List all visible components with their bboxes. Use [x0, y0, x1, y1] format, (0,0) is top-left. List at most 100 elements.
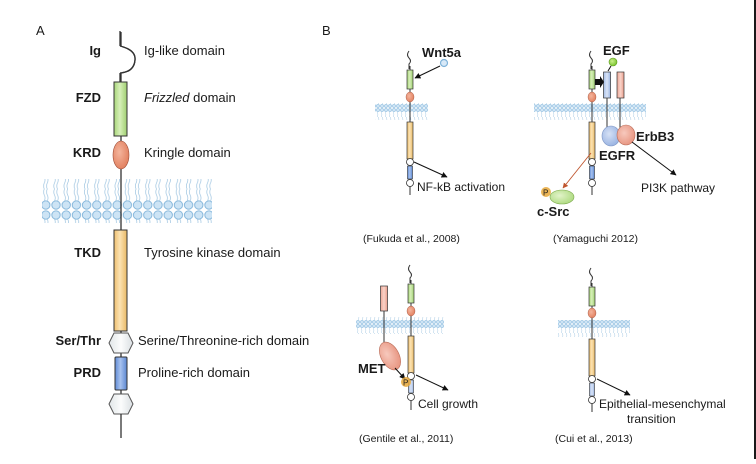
- right-border-divider: [754, 0, 756, 459]
- partner-label: MET: [358, 361, 386, 376]
- effect-label: NF-kB activation: [417, 180, 505, 194]
- ig-loop-icon: [119, 31, 136, 82]
- label-ig: Ig: [89, 43, 101, 58]
- met-kinase-shape: [379, 341, 401, 371]
- egf-ligand-icon: [608, 57, 618, 67]
- ser-thr-domain-shape-2: [588, 396, 596, 404]
- desc-krd: Kringle domain: [144, 145, 231, 160]
- krd-domain-shape: [587, 91, 597, 103]
- membrane-small: [558, 320, 630, 337]
- ser-thr-domain-shape: [407, 372, 415, 380]
- membrane-small: [375, 103, 428, 120]
- desc-tkd: Tyrosine kinase domain: [144, 245, 281, 260]
- subpanel-wnt5a: Wnt5a NF-kB activation (Fukuda et al., 2…: [363, 45, 505, 245]
- interaction-arrow: [595, 76, 604, 88]
- phospho-label: P: [543, 189, 548, 198]
- effect-arrow: [596, 378, 631, 396]
- partner1-label: EGFR: [599, 148, 636, 163]
- c-src-shape: [549, 189, 575, 205]
- effect-label-line1: Epithelial-mesenchymal: [599, 397, 726, 411]
- prd-domain-shape: [408, 379, 414, 394]
- ser-thr-domain-shape: [108, 332, 134, 354]
- binding-arrow: [414, 65, 441, 79]
- ser-thr-domain-shape: [588, 375, 596, 383]
- subpanel-met: MET P Cell growth (Gentile et al., 2011): [356, 264, 478, 445]
- ligand-label: EGF: [603, 43, 630, 58]
- krd-domain-shape: [587, 307, 597, 319]
- wnt5a-ligand-icon: [439, 58, 449, 68]
- label-ser-thr: Ser/Thr: [55, 333, 101, 348]
- subpanel-emt: Epithelial-mesenchymal transition (Cui e…: [555, 267, 726, 445]
- desc-ser-thr: Serine/Threonine-rich domain: [138, 333, 309, 348]
- desc-ig: Ig-like domain: [144, 43, 225, 58]
- ig-loop-icon: [589, 267, 593, 286]
- desc-fzd-italic: Frizzled: [144, 90, 190, 105]
- effect-arrow: [631, 141, 677, 176]
- citation: (Yamaguchi 2012): [553, 233, 638, 245]
- label-fzd: FZD: [76, 90, 101, 105]
- krd-domain-shape: [405, 91, 415, 103]
- ser-thr-domain-shape-2: [108, 393, 134, 415]
- citation: (Gentile et al., 2011): [359, 433, 453, 445]
- tkd-domain-shape: [407, 335, 415, 374]
- effect-label: Cell growth: [418, 397, 478, 411]
- kinase-label: c-Src: [537, 204, 570, 219]
- desc-prd: Proline-rich domain: [138, 365, 250, 380]
- effect-label-line2: transition: [627, 412, 676, 426]
- cell-membrane: [42, 179, 212, 223]
- ig-loop-icon: [407, 50, 411, 69]
- phospho-icon: [541, 187, 551, 197]
- erbb3-extracellular-shape: [616, 71, 625, 99]
- tkd-domain-shape: [113, 229, 128, 332]
- ligand-label: Wnt5a: [422, 45, 462, 60]
- fzd-domain-shape: [406, 69, 414, 90]
- label-krd: KRD: [73, 145, 101, 160]
- tkd-domain-shape: [588, 338, 596, 377]
- fzd-domain-shape: [588, 286, 596, 307]
- effect-arrow: [413, 161, 448, 178]
- panel-a: A Ig Ig-like domain FZD Frizzled domain …: [36, 23, 309, 438]
- egfr-extracellular-shape: [603, 71, 611, 99]
- label-prd: PRD: [74, 365, 101, 380]
- prd-domain-shape: [589, 165, 595, 180]
- ser-thr-domain-shape: [588, 158, 596, 166]
- panel-b: B Wnt5a NF-kB activation (Fukuda et al.,…: [322, 23, 726, 445]
- fzd-domain-shape: [588, 69, 596, 90]
- subpanel-egf: EGF ErbB3 EGFR PI3K pathway P c-Src (Yam…: [534, 43, 715, 245]
- desc-fzd-rest: domain: [190, 90, 236, 105]
- ser-thr-domain-shape-2: [407, 393, 415, 401]
- prd-domain-shape: [114, 356, 128, 391]
- ser-thr-domain-shape: [406, 158, 414, 166]
- erbb3-kinase-shape: [616, 124, 636, 146]
- citation: (Fukuda et al., 2008): [363, 233, 460, 245]
- desc-fzd: Frizzled domain: [144, 90, 236, 105]
- tkd-domain-shape: [588, 121, 596, 160]
- phospho-label: P: [403, 379, 408, 388]
- membrane-small: [356, 317, 444, 334]
- citation: (Cui et al., 2013): [555, 433, 633, 445]
- partner2-label: ErbB3: [636, 129, 674, 144]
- panel-a-letter: A: [36, 23, 45, 38]
- phospho-arrow: [394, 367, 406, 380]
- prd-domain-shape: [407, 165, 413, 180]
- ser-thr-domain-shape-2: [406, 179, 414, 187]
- effect-arrow: [415, 374, 449, 391]
- tkd-domain-shape: [406, 121, 414, 160]
- src-arrow: [562, 152, 592, 189]
- prd-domain-shape: [589, 382, 595, 397]
- panel-b-letter: B: [322, 23, 331, 38]
- krd-domain-shape: [406, 305, 416, 317]
- fzd-domain-shape: [407, 283, 415, 304]
- met-extracellular-shape: [380, 285, 388, 312]
- fzd-domain-shape: [113, 81, 128, 137]
- phospho-icon: [401, 377, 411, 387]
- krd-domain-shape: [112, 140, 130, 170]
- ig-loop-icon: [589, 50, 593, 69]
- ig-loop-icon: [408, 264, 412, 283]
- label-tkd: TKD: [74, 245, 101, 260]
- membrane-small: [534, 103, 646, 120]
- ser-thr-domain-shape-2: [588, 179, 596, 187]
- effect-label: PI3K pathway: [641, 181, 715, 195]
